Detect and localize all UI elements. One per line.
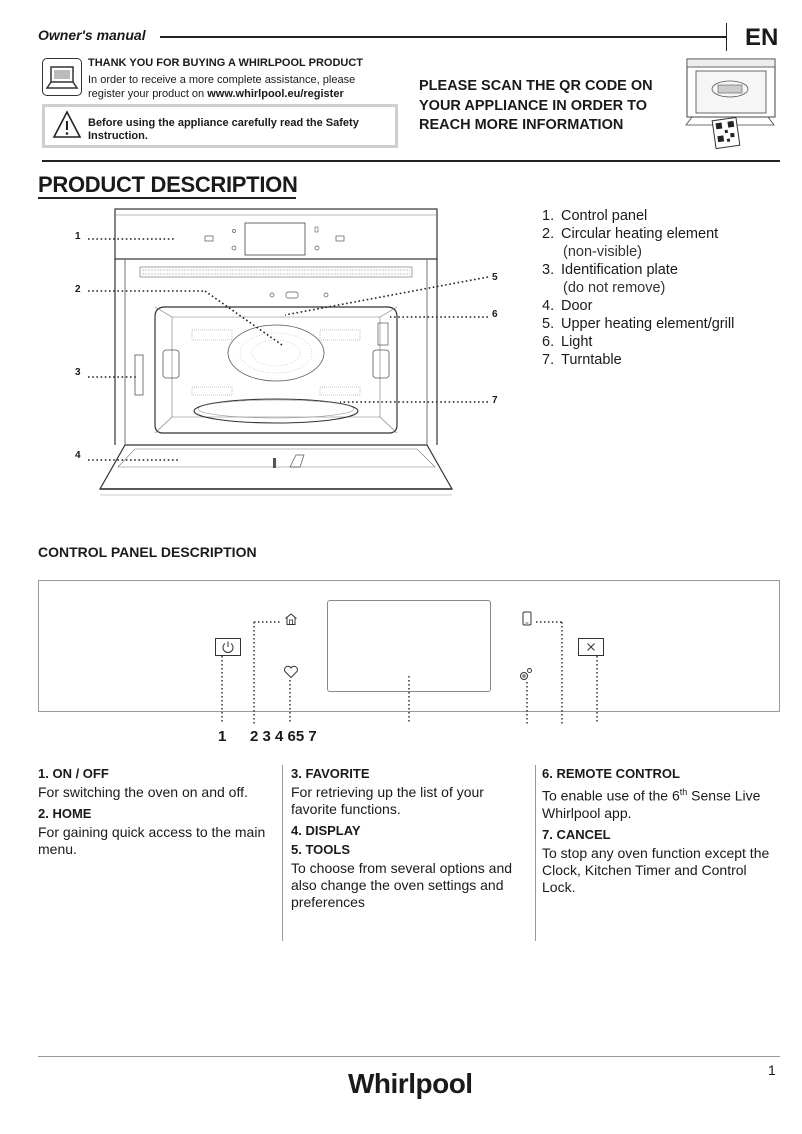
part-item: 4.Door <box>542 298 593 314</box>
close-icon <box>578 638 604 661</box>
appliance-qr-icon <box>684 55 780 156</box>
manual-title: Owner's manual <box>38 27 146 43</box>
entry-heading: 5. TOOLS <box>291 842 350 857</box>
part-item: 3.Identification plate <box>542 262 678 278</box>
entry-heading: 6. REMOTE CONTROL <box>542 766 680 781</box>
qr-line-3: REACH MORE INFORMATION <box>419 117 624 133</box>
header-rule <box>160 36 726 38</box>
product-description-title: PRODUCT DESCRIPTION <box>38 172 298 197</box>
entry-heading: 3. FAVORITE <box>291 766 370 781</box>
entry-heading: 2. HOME <box>38 806 92 821</box>
column-divider <box>282 765 283 941</box>
oven-diagram <box>88 208 489 496</box>
entry-heading: 4. DISPLAY <box>291 823 361 838</box>
page-number: 1 <box>768 1062 776 1078</box>
language-code: EN <box>745 24 779 51</box>
register-line-2: register your product on <box>88 88 208 100</box>
entry-text: To choose from several options and also … <box>291 860 513 910</box>
entry-text: To enable use of the 6th Sense Live Whir… <box>542 787 761 821</box>
register-heading: THANK YOU FOR BUYING A WHIRLPOOL PRODUCT <box>88 57 363 69</box>
description-column-1: 1. ON / OFF For switching the oven on an… <box>38 765 274 862</box>
phone-icon <box>520 611 534 632</box>
footer-rule <box>38 1056 780 1057</box>
title-underline <box>38 197 296 199</box>
safety-warning-box <box>42 104 398 148</box>
part-item: 7.Turntable <box>542 352 622 368</box>
warning-line-2: Instruction. <box>88 130 148 142</box>
diagram-label-5: 5 <box>492 272 498 283</box>
register-url[interactable]: www.whirlpool.eu/register <box>207 88 344 100</box>
register-line-1: In order to receive a more complete assi… <box>88 74 356 86</box>
part-note: (non-visible) <box>563 244 642 260</box>
header-divider <box>726 23 727 51</box>
control-panel-title: CONTROL PANEL DESCRIPTION <box>38 544 257 560</box>
diagram-label-7: 7 <box>492 395 498 406</box>
entry-text: For switching the oven on and off. <box>38 784 248 800</box>
power-icon <box>215 638 241 661</box>
qr-line-2: YOUR APPLIANCE IN ORDER TO <box>419 97 647 114</box>
diagram-label-2: 2 <box>75 284 81 295</box>
entry-heading: 7. CANCEL <box>542 826 611 842</box>
entry-heading: 1. ON / OFF <box>38 766 109 781</box>
callout-lines <box>221 621 598 724</box>
qr-line-1: PLEASE SCAN THE QR CODE ON <box>419 78 653 94</box>
parts-list: 1.Control panel 2.Circular heating eleme… <box>542 207 734 369</box>
part-note: (do not remove) <box>563 280 666 296</box>
warning-icon <box>52 110 82 145</box>
control-panel-diagram <box>38 580 780 712</box>
entry-text: To stop any oven function except the Clo… <box>542 844 770 895</box>
diagram-label-4: 4 <box>75 450 81 461</box>
tools-icon <box>518 666 534 687</box>
heart-icon <box>283 665 299 684</box>
part-item: 6.Light <box>542 334 593 350</box>
brand-logo: Whirlpool <box>348 1068 473 1099</box>
diagram-label-6: 6 <box>492 309 498 320</box>
home-icon <box>284 612 298 631</box>
description-column-2: 3. FAVORITE For retrieving up the list o… <box>291 765 527 915</box>
part-item: 2.Circular heating element <box>542 226 719 242</box>
monitor-icon <box>42 58 82 96</box>
diagram-label-3: 3 <box>75 367 81 378</box>
callout-numbers: 2 3 4 65 7 <box>250 728 317 745</box>
part-item: 5.Upper heating element/grill <box>542 316 735 332</box>
column-divider <box>535 765 536 941</box>
description-column-3: 6. REMOTE CONTROL To enable use of the 6… <box>542 765 780 900</box>
safety-warning-text: Before using the appliance carefully rea… <box>88 117 388 143</box>
diagram-label-1: 1 <box>75 231 81 242</box>
part-item: 1.Control panel <box>542 208 648 224</box>
display-screen <box>327 600 491 692</box>
section-divider <box>42 160 780 162</box>
callout-number-1: 1 <box>218 728 227 745</box>
register-text: In order to receive a more complete assi… <box>88 73 388 101</box>
entry-text: For retrieving up the list of your favor… <box>291 784 484 817</box>
qr-instruction: PLEASE SCAN THE QR CODE ON YOUR APPLIANC… <box>419 77 669 136</box>
warning-line-1: Before using the appliance carefully rea… <box>88 117 359 129</box>
entry-text: For gaining quick access to the main men… <box>38 824 266 857</box>
